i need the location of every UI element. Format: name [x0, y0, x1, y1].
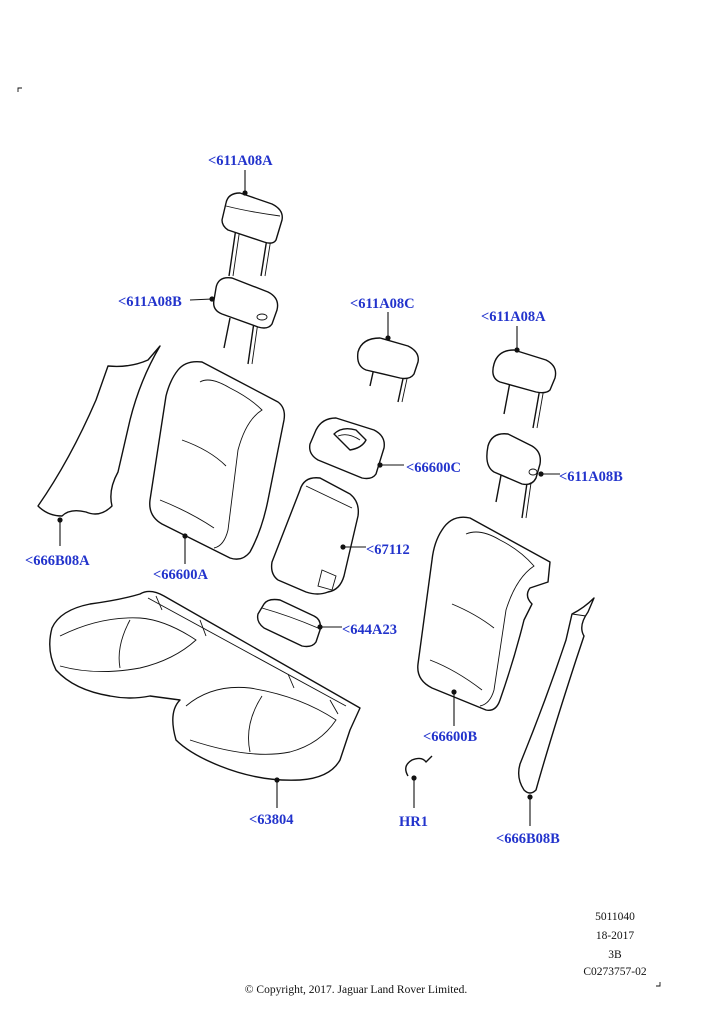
hook-hr1[interactable]	[405, 755, 433, 777]
corner-mark-top-left	[17, 87, 22, 92]
backrest-right[interactable]	[417, 516, 551, 711]
headrest-lower-left[interactable]	[212, 277, 279, 365]
callout-611a08a-top-center[interactable]: <611A08A	[208, 153, 273, 169]
headrest-center[interactable]	[356, 337, 419, 403]
callout-644a23[interactable]: <644A23	[342, 622, 397, 638]
armrest-cover[interactable]	[308, 417, 385, 480]
corner-mark-bottom-right	[656, 982, 661, 987]
headrest-top-center[interactable]	[221, 192, 283, 277]
backrest-left[interactable]	[149, 360, 286, 560]
headrest-top-right[interactable]	[492, 349, 557, 429]
callout-63804[interactable]: <63804	[249, 812, 294, 828]
callout-611a08b-right[interactable]: <611A08B	[559, 469, 623, 485]
callout-66600b[interactable]: <66600B	[423, 729, 478, 745]
callout-611a08b-left[interactable]: <611A08B	[118, 294, 182, 310]
callout-labels: <611A08A <611A08B <611A08C <611A08A <611…	[25, 153, 623, 847]
armrest-bracket[interactable]	[256, 598, 322, 648]
callout-666b08b[interactable]: <666B08B	[496, 831, 560, 847]
seat-cushion[interactable]	[49, 590, 361, 781]
illustration-id: C0273757-02	[583, 966, 647, 978]
callout-hr1[interactable]: HR1	[399, 814, 428, 830]
callout-67112[interactable]: <67112	[366, 542, 410, 558]
callout-611a08c[interactable]: <611A08C	[350, 296, 415, 312]
callout-66600c[interactable]: <66600C	[406, 460, 461, 476]
side-trim-right[interactable]	[517, 597, 595, 794]
headrest-lower-right[interactable]	[486, 433, 542, 519]
date-code: 18-2017	[596, 930, 635, 942]
side-trim-left[interactable]	[37, 345, 161, 517]
footer-block: 5011040 18-2017 3B C0273757-02 © Copyrig…	[245, 911, 647, 996]
sheet-code: 3B	[608, 949, 622, 961]
callout-611a08a-top-right[interactable]: <611A08A	[481, 309, 546, 325]
callout-666b08a[interactable]: <666B08A	[25, 553, 90, 569]
callout-66600a[interactable]: <66600A	[153, 567, 209, 583]
ref-code: 5011040	[595, 911, 635, 923]
armrest[interactable]	[270, 477, 360, 595]
copyright-notice: © Copyright, 2017. Jaguar Land Rover Lim…	[245, 984, 468, 996]
leader-lines	[57, 170, 560, 826]
